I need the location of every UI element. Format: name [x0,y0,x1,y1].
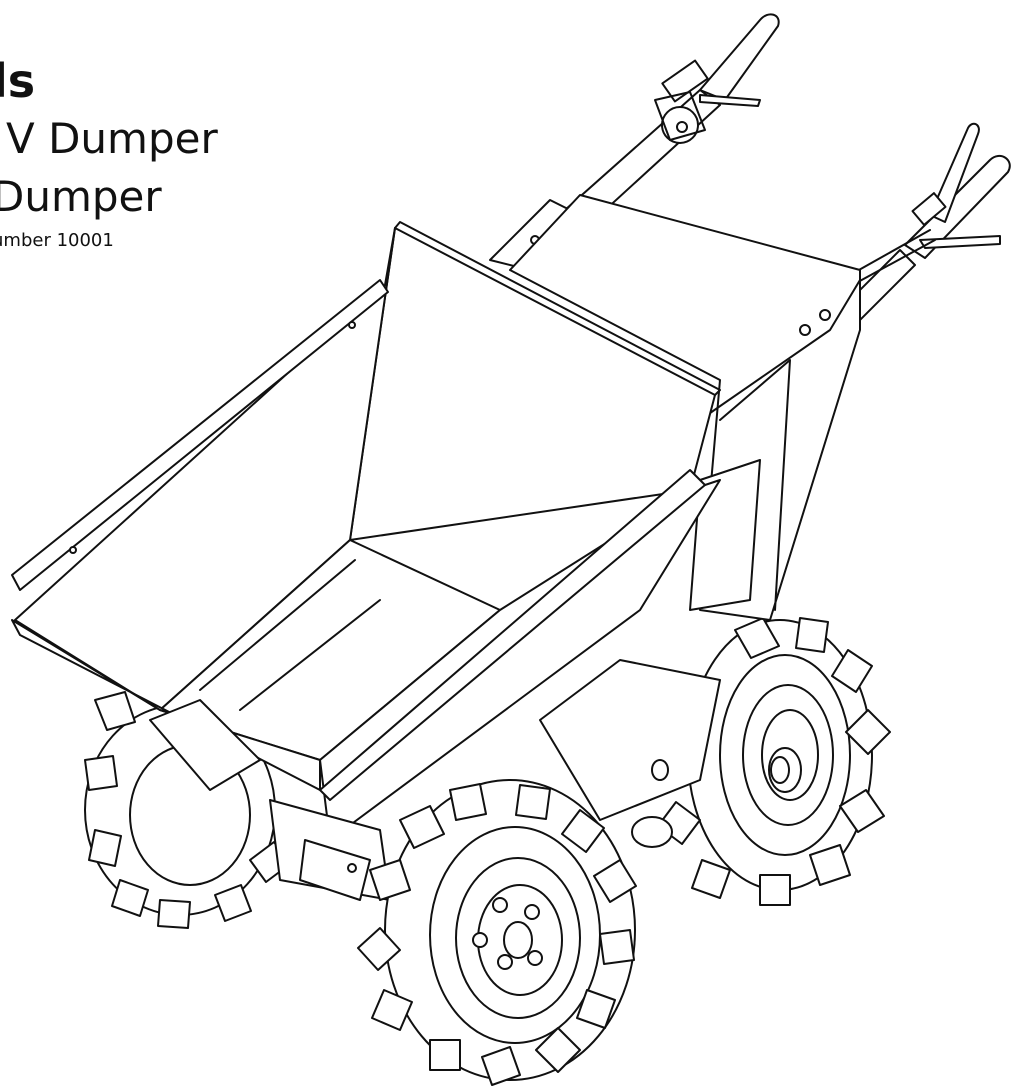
title-line-3: Dumper [0,172,162,221]
title-line-2: V Dumper [6,114,218,163]
title-line-1: ls [0,54,36,108]
serial-number-line: umber 10001 [0,230,114,251]
rear-right-wheel [650,618,890,905]
front-right-wheel [358,780,636,1085]
frame [490,195,860,620]
axle-housing [150,660,720,900]
